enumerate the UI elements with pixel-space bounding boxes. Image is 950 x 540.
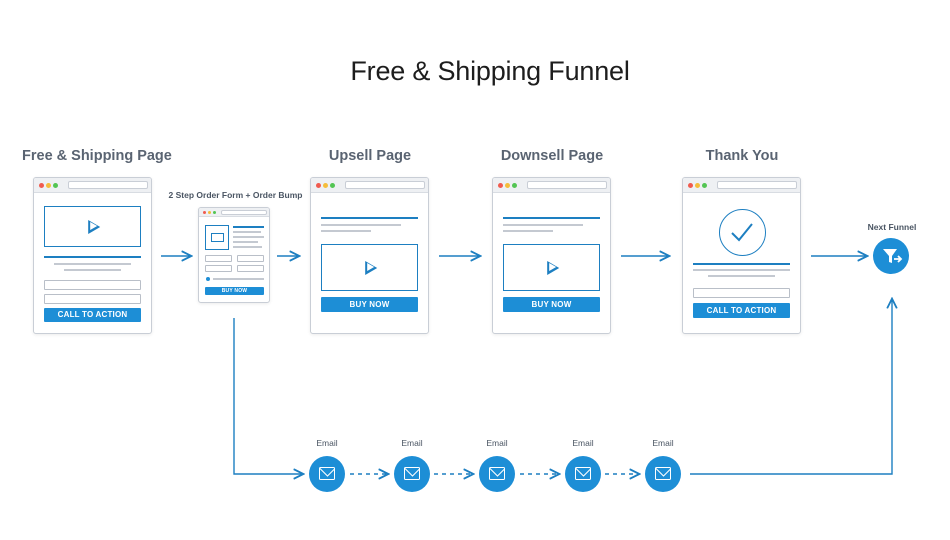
input-field: [44, 280, 141, 290]
close-dot-icon: [203, 211, 206, 214]
input-field: [205, 265, 232, 272]
call-to-action-button[interactable]: CALL TO ACTION: [693, 303, 790, 318]
arrow-to-next-funnel-from-emails: [690, 300, 892, 475]
video-placeholder: [321, 244, 418, 291]
text-line: [693, 269, 790, 271]
email-label: Email: [316, 438, 338, 448]
label-free-shipping-page: Free & Shipping Page: [22, 148, 172, 164]
text-line: [233, 231, 261, 233]
close-dot-icon: [39, 183, 44, 188]
email-label: Email: [401, 438, 423, 448]
url-bar: [717, 181, 797, 189]
email-label: Email: [486, 438, 508, 448]
email-node[interactable]: [394, 456, 430, 492]
text-line: [503, 224, 583, 226]
thank-you-page-mockup[interactable]: CALL TO ACTION: [682, 177, 801, 334]
product-image: [205, 225, 229, 250]
input-field: [237, 255, 264, 262]
text-line: [708, 275, 775, 277]
headline-line: [321, 217, 418, 219]
maximize-dot-icon: [702, 183, 707, 188]
close-dot-icon: [498, 183, 503, 188]
video-placeholder: [503, 244, 600, 291]
browser-bar: [311, 178, 428, 193]
upsell-page-mockup[interactable]: BUY NOW: [310, 177, 429, 334]
headline-line: [503, 217, 600, 219]
text-line: [321, 230, 371, 232]
input-field: [693, 288, 790, 298]
headline-line: [693, 263, 790, 265]
close-dot-icon: [316, 183, 321, 188]
url-bar: [68, 181, 148, 189]
browser-bar: [34, 178, 151, 193]
text-line: [233, 236, 264, 238]
text-line: [503, 230, 553, 232]
call-to-action-button[interactable]: CALL TO ACTION: [44, 308, 141, 322]
envelope-icon: [489, 467, 505, 480]
next-funnel-button[interactable]: [873, 238, 909, 274]
buy-now-button[interactable]: BUY NOW: [503, 297, 600, 312]
email-node[interactable]: [645, 456, 681, 492]
buy-now-button[interactable]: BUY NOW: [205, 287, 264, 295]
close-dot-icon: [688, 183, 693, 188]
envelope-icon: [575, 467, 591, 480]
free-shipping-page-mockup[interactable]: CALL TO ACTION: [33, 177, 152, 334]
maximize-dot-icon: [512, 183, 517, 188]
browser-bar: [683, 178, 800, 193]
arrow-to-email-sequence: [233, 318, 302, 474]
minimize-dot-icon: [323, 183, 328, 188]
input-field: [205, 255, 232, 262]
maximize-dot-icon: [330, 183, 335, 188]
headline-line: [44, 256, 141, 258]
email-node[interactable]: [309, 456, 345, 492]
downsell-page-mockup[interactable]: BUY NOW: [492, 177, 611, 334]
email-label: Email: [652, 438, 674, 448]
minimize-dot-icon: [46, 183, 51, 188]
email-node[interactable]: [479, 456, 515, 492]
email-label: Email: [572, 438, 594, 448]
video-placeholder: [44, 206, 141, 247]
browser-bar: [493, 178, 610, 193]
email-node[interactable]: [565, 456, 601, 492]
text-line: [233, 226, 264, 228]
order-form-mockup[interactable]: BUY NOW: [198, 207, 270, 303]
minimize-dot-icon: [695, 183, 700, 188]
label-thank-you: Thank You: [705, 148, 779, 164]
url-bar: [527, 181, 607, 189]
input-field: [44, 294, 141, 304]
check-icon: [719, 209, 766, 256]
text-line: [64, 269, 121, 271]
play-icon: [87, 219, 100, 234]
text-line: [54, 263, 131, 265]
envelope-icon: [655, 467, 671, 480]
input-field: [237, 265, 264, 272]
label-order-form: 2 Step Order Form + Order Bump: [168, 190, 303, 200]
url-bar: [345, 181, 425, 189]
order-bump-checkbox: [206, 277, 210, 281]
buy-now-button[interactable]: BUY NOW: [321, 297, 418, 312]
label-upsell-page: Upsell Page: [328, 148, 412, 164]
envelope-icon: [404, 467, 420, 480]
card-icon: [211, 233, 224, 242]
maximize-dot-icon: [53, 183, 58, 188]
funnel-icon: [883, 249, 903, 263]
text-line: [233, 246, 262, 248]
text-line: [233, 241, 258, 243]
minimize-dot-icon: [505, 183, 510, 188]
browser-bar: [199, 208, 269, 217]
text-line: [321, 224, 401, 226]
play-icon: [546, 260, 559, 275]
play-icon: [364, 260, 377, 275]
label-downsell-page: Downsell Page: [500, 148, 604, 164]
minimize-dot-icon: [208, 211, 211, 214]
maximize-dot-icon: [213, 211, 216, 214]
label-next-funnel: Next Funnel: [867, 222, 917, 232]
diagram-title: Free & Shipping Funnel: [350, 56, 630, 86]
envelope-icon: [319, 467, 335, 480]
url-bar: [221, 210, 267, 215]
text-line: [213, 278, 264, 280]
